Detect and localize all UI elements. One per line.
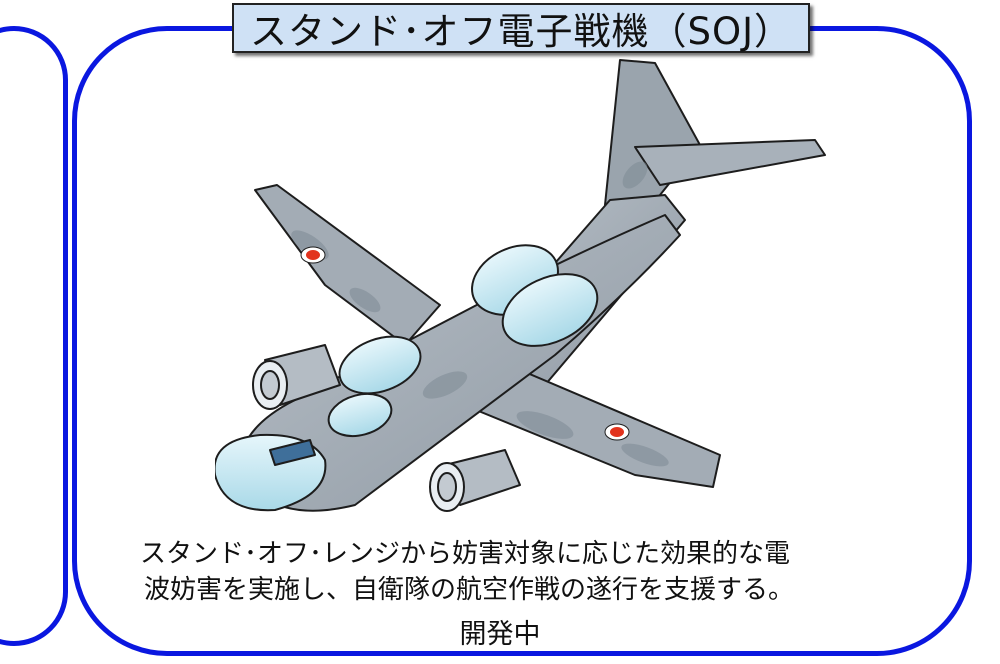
adjacent-panel-frame <box>0 26 68 646</box>
description: スタンド･オフ･レンジから妨害対象に応じた効果的な電 波妨害を実施し、自衛隊の航… <box>140 536 880 608</box>
description-line-1: スタンド･オフ･レンジから妨害対象に応じた効果的な電 <box>140 539 791 569</box>
wing-root-pod <box>327 392 393 438</box>
engine-right <box>429 449 521 512</box>
tail-stabilizer <box>634 139 826 186</box>
cockpit-windows <box>269 439 316 466</box>
panel-title-text: スタンド･オフ電子戦機（SOJ） <box>249 10 793 53</box>
description-line-2: 波妨害を実施し、自衛隊の航空作戦の遂行を支援する。 <box>144 575 795 605</box>
engine-left <box>252 344 341 410</box>
roundel-right-wing <box>604 423 630 441</box>
left-wing <box>254 184 441 346</box>
status-label: 開発中 <box>459 619 541 650</box>
aircraft-illustration <box>215 59 826 512</box>
panel-title: スタンド･オフ電子戦機（SOJ） <box>232 3 810 53</box>
roundel-left-wing <box>300 246 326 264</box>
dorsal-radome-mid <box>501 273 599 347</box>
dorsal-radome-front <box>338 335 422 395</box>
